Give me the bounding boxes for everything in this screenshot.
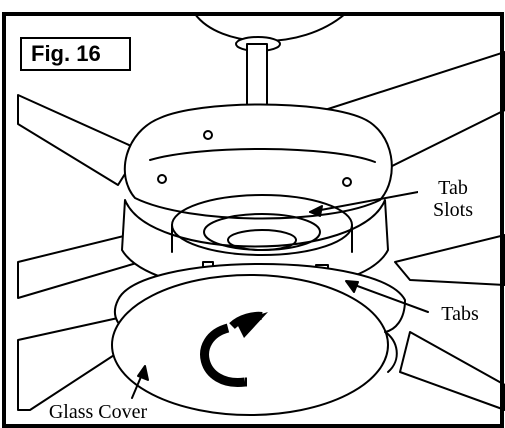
blade-bottom-right [399, 331, 505, 411]
figure-label: Fig. 16 [20, 37, 131, 71]
callout-tabs: Tabs [441, 303, 479, 325]
leader-tabs [351, 283, 429, 313]
blade-left-upper [17, 94, 141, 186]
screw [203, 130, 213, 140]
callout-tab-slots: Tab Slots [418, 177, 488, 221]
blade-bottom-left [17, 317, 129, 411]
inner-ring-core [227, 229, 297, 251]
ceiling-canopy [194, 13, 346, 42]
blade-right-lower [394, 234, 505, 286]
inner-ring-wall [171, 224, 353, 253]
figure-frame [2, 12, 504, 428]
callout-glass-cover: Glass Cover [48, 401, 148, 423]
motor-housing [123, 103, 393, 220]
leader-tab-slots-head [309, 205, 323, 217]
glass-cover-side [384, 331, 398, 373]
glass-cover-dome [111, 274, 389, 416]
screw [342, 177, 352, 187]
leader-tab-slots [309, 191, 419, 213]
leader-glass-head [137, 365, 149, 381]
leader-tabs-head [345, 280, 359, 293]
screw [157, 174, 167, 184]
motor-band [149, 148, 376, 163]
clockwise-arrow-shaft [229, 311, 263, 330]
clockwise-arrow-icon [200, 323, 247, 387]
